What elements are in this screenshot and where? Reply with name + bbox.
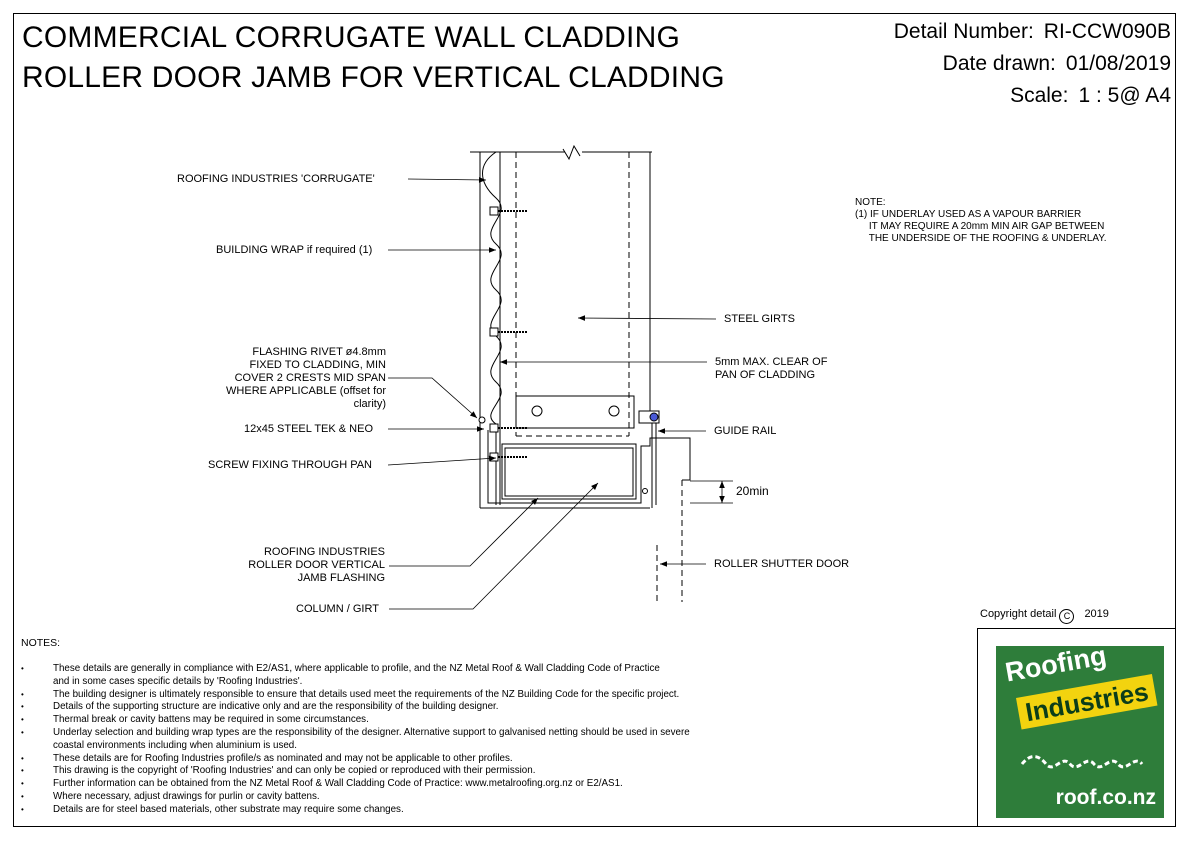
label-roller-door: ROLLER SHUTTER DOOR [714, 558, 850, 570]
leader-column [389, 482, 599, 610]
guide-rail-bolt-head [649, 412, 659, 422]
bracket-bolt-hole [531, 405, 543, 417]
label-clear: 5mm MAX. CLEAR OF PAN OF CLADDING [715, 356, 827, 382]
note-item: Further information can be obtained from… [21, 778, 821, 791]
column-outline [470, 144, 652, 509]
label-jamb-flashing: ROOFING INDUSTRIES ROLLER DOOR VERTICAL … [248, 546, 385, 585]
label-column: COLUMN / GIRT [296, 603, 379, 615]
label-20min: 20min [736, 484, 769, 498]
label-jamb-flashing-line: ROLLER DOOR VERTICAL [248, 559, 385, 571]
label-flashing-rivet: FLASHING RIVET ø4.8mm FIXED TO CLADDING,… [226, 346, 386, 411]
notes-heading: NOTES: [21, 637, 61, 649]
copyright-text: Copyright detail [980, 608, 1057, 620]
roofing-industries-logo: Roofing Industries roof.co.nz [996, 640, 1164, 818]
leader-steel-girts [577, 315, 717, 321]
note-item: Underlay selection and building wrap typ… [21, 727, 821, 740]
note-item: This drawing is the copyright of 'Roofin… [21, 765, 821, 778]
note-item: Details are for steel based materials, o… [21, 804, 821, 817]
detail-number-value: RI-CCW090B [1043, 20, 1171, 43]
note-item-continuation: coastal environments including when alum… [53, 739, 297, 751]
logo-wave-icon [1020, 755, 1144, 769]
date-drawn-value: 01/08/2019 [1065, 52, 1171, 75]
bracket-bolt-hole [608, 405, 620, 417]
tek-screw [489, 423, 528, 433]
detail-number-label: Detail Number: [893, 20, 1034, 43]
logo-panel [977, 628, 1176, 827]
leader-screw-fixing [387, 455, 497, 466]
note-item: Details of the supporting structure are … [21, 701, 821, 714]
label-clear-line: PAN OF CLADDING [715, 369, 816, 381]
label-steel-girts: STEEL GIRTS [724, 313, 795, 325]
label-jamb-flashing-line: JAMB FLASHING [297, 572, 385, 584]
date-drawn: Date drawn: 01/08/2019 [943, 52, 1171, 76]
guide-rail-rivet [642, 488, 648, 494]
label-tek: 12x45 STEEL TEK & NEO [244, 423, 374, 435]
detail-number: Detail Number: RI-CCW090B [894, 20, 1171, 44]
title-line-2: ROLLER DOOR JAMB FOR VERTICAL CLADDING [22, 61, 725, 94]
copyright-year: 2019 [1084, 608, 1109, 620]
label-flashing-rivet-line: FIXED TO CLADDING, MIN [249, 359, 386, 371]
leader-flashing-rivet [388, 377, 478, 419]
flashing-rivet [478, 416, 486, 424]
note-item: Thermal break or cavity battens may be r… [21, 714, 821, 727]
guide-rail [651, 418, 657, 508]
side-note: NOTE: (1) IF UNDERLAY USED AS A VAPOUR B… [855, 197, 1107, 244]
jamb-flashing [487, 430, 691, 504]
label-guide-rail: GUIDE RAIL [714, 425, 777, 437]
label-flashing-rivet-line: COVER 2 CRESTS MID SPAN [234, 372, 386, 384]
logo-url: roof.co.nz [1055, 786, 1156, 809]
leader-jamb-flashing [389, 497, 539, 567]
guide-rail-bracket [515, 395, 635, 429]
label-building-wrap: BUILDING WRAP if required (1) [216, 244, 373, 256]
note-item: Where necessary, adjust drawings for pur… [21, 791, 821, 804]
leader-corrugate [407, 177, 487, 183]
scale-value: 1 : 5@ A4 [1078, 84, 1171, 107]
copyright-icon: C [1059, 609, 1075, 624]
label-flashing-rivet-line: FLASHING RIVET ø4.8mm [252, 346, 386, 358]
scale: Scale: 1 : 5@ A4 [1010, 84, 1171, 108]
note-item: These details are for Roofing Industries… [21, 753, 821, 766]
label-corrugate: ROOFING INDUSTRIES 'CORRUGATE' [177, 173, 375, 185]
jamb-flashing-inner [501, 443, 637, 500]
hidden-lines [515, 152, 683, 602]
title-line-1: COMMERCIAL CORRUGATE WALL CLADDING [22, 21, 680, 54]
tek-screw [489, 452, 528, 462]
label-jamb-flashing-line: ROOFING INDUSTRIES [263, 546, 385, 558]
scale-label: Scale: [1010, 84, 1069, 107]
corrugate-profile [482, 151, 502, 505]
date-drawn-label: Date drawn: [942, 52, 1056, 75]
label-screw-fixing: SCREW FIXING THROUGH PAN [208, 459, 372, 471]
label-clear-line: 5mm MAX. CLEAR OF [715, 356, 828, 368]
logo-word-roofing: Roofing [1003, 640, 1109, 688]
note-item: The building designer is ultimately resp… [21, 689, 821, 702]
label-flashing-rivet-line: clarity) [353, 398, 386, 410]
dimension-20min [690, 480, 733, 504]
note-item-continuation: and in some cases specific details by 'R… [53, 675, 303, 687]
drawing-frame [13, 13, 1176, 827]
notes-list: These details are generally in complianc… [21, 663, 821, 817]
note-item: These details are generally in complianc… [21, 663, 821, 676]
tek-screw [489, 206, 528, 216]
tek-screw [489, 327, 528, 337]
jamb-flashing-lip [504, 447, 634, 497]
label-flashing-rivet-line: WHERE APPLICABLE (offset for [226, 385, 386, 397]
